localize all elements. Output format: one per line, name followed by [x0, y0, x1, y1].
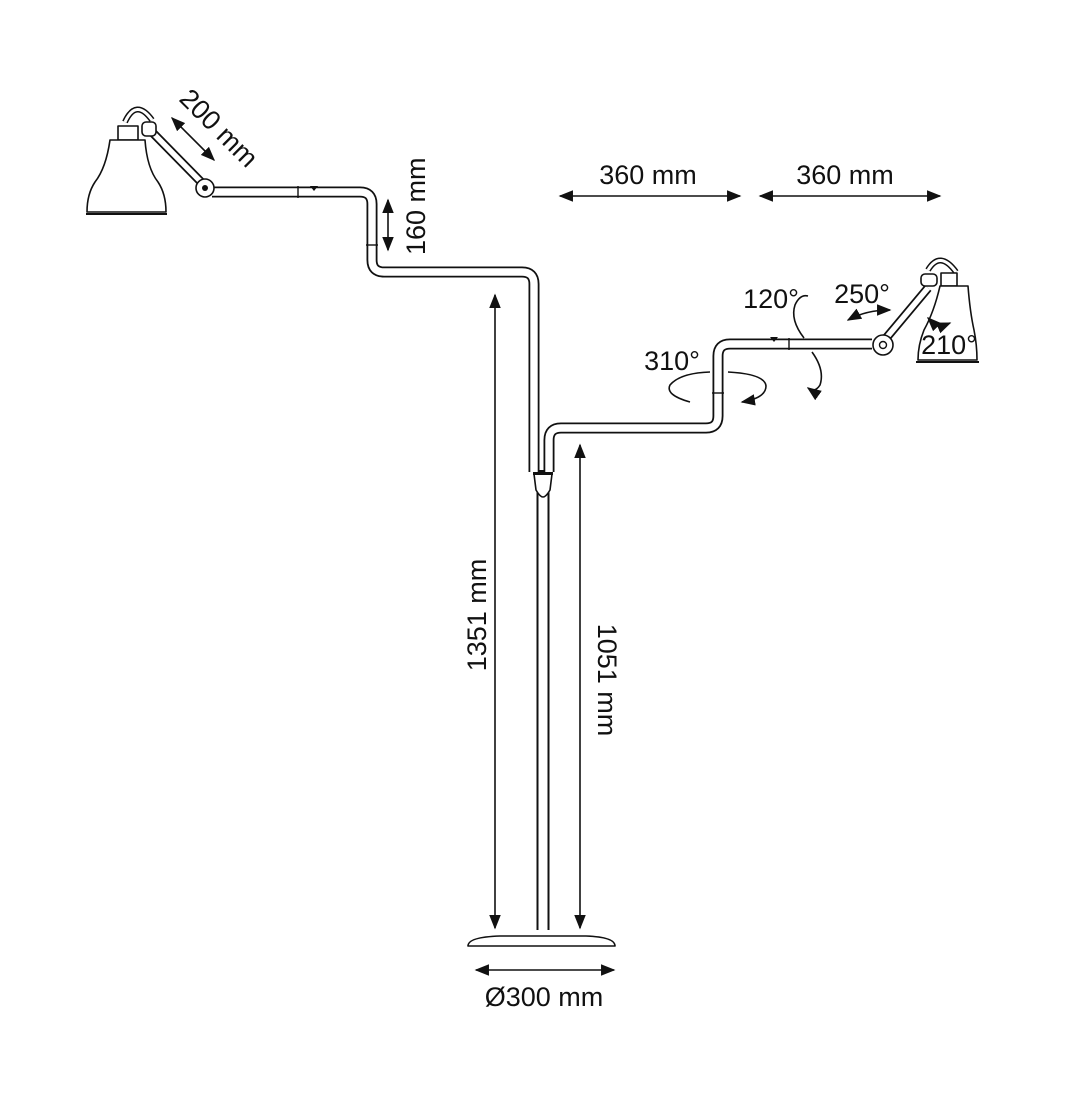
label-stand-height: 1051 mm: [592, 624, 622, 737]
label-rotation-310: 310°: [644, 346, 700, 376]
label-arm-length: 200 mm: [174, 83, 264, 173]
stand-collar: [533, 473, 553, 498]
label-arm-offset: 160 mm: [401, 157, 431, 255]
dim-200-arrow: [170, 116, 216, 162]
right-elbow-joint: [872, 334, 894, 356]
rotation-arc-210: [926, 316, 952, 334]
label-total-height: 1351 mm: [462, 559, 492, 672]
label-reach-2: 360 mm: [796, 160, 894, 190]
label-base-diameter: Ø300 mm: [485, 982, 604, 1012]
left-arm: [212, 186, 540, 472]
label-rotation-120: 120°: [743, 284, 799, 314]
left-shade: [86, 139, 167, 213]
rotation-arc-120: [792, 294, 809, 339]
dimension-lines: [170, 116, 942, 976]
lamp-base: [467, 935, 616, 947]
label-rotation-210: 210°: [921, 330, 977, 360]
right-upper-joint: [920, 273, 938, 287]
label-reach-1: 360 mm: [599, 160, 697, 190]
right-arm: [543, 337, 872, 472]
rotation-arc-250: [846, 304, 892, 321]
left-upper-joint: [141, 121, 157, 137]
label-rotation-250: 250°: [834, 279, 890, 309]
right-socket: [940, 272, 958, 287]
lamp-stand: [467, 470, 616, 947]
left-socket: [117, 125, 139, 141]
rotation-arc-310: [668, 371, 711, 403]
left-lamp-head: [86, 106, 215, 215]
rotation-indicators: [668, 294, 952, 406]
stand-joint: [533, 470, 553, 475]
